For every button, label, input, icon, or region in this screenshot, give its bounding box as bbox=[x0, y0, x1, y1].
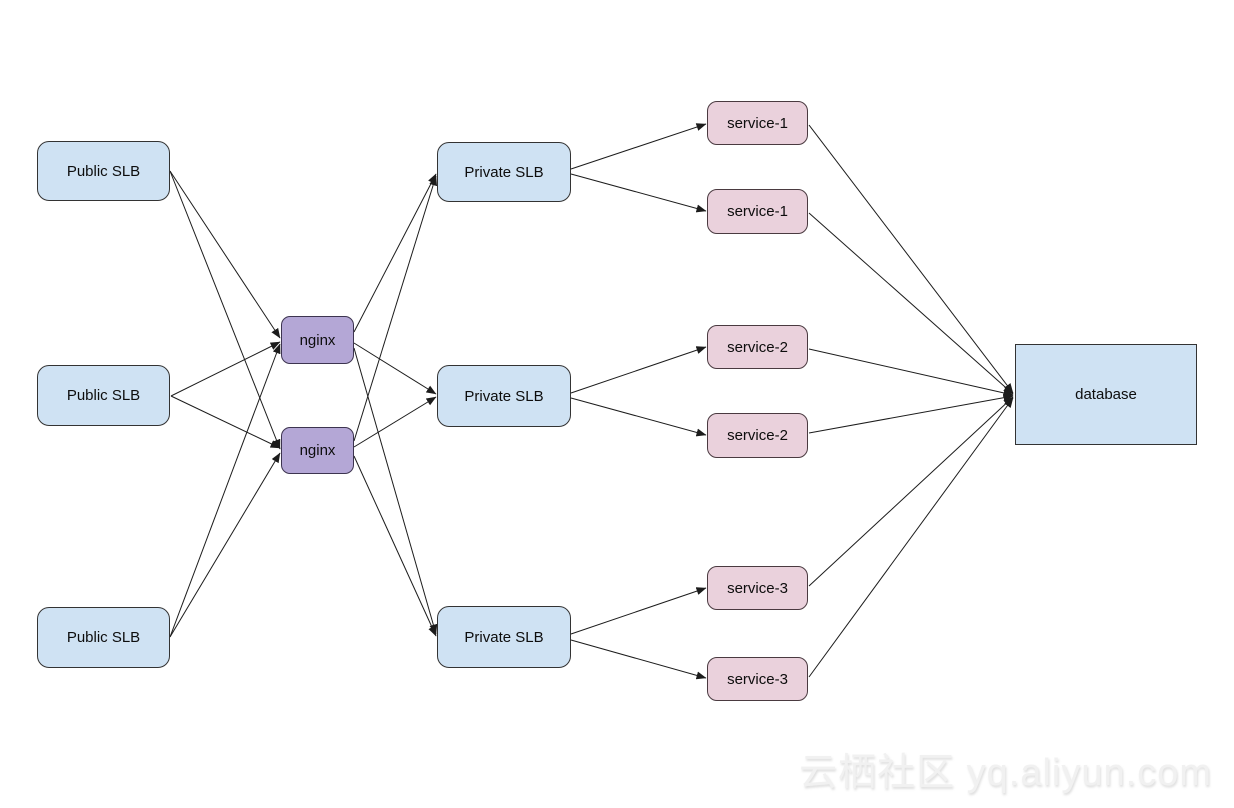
edge-private-slb-3-to-service-3b bbox=[570, 639, 707, 680]
node-service-3a: service-3 bbox=[707, 566, 808, 610]
edge-nginx-1-to-private-slb-1 bbox=[353, 173, 437, 333]
node-service-2a: service-2 bbox=[707, 325, 808, 369]
edge-nginx-2-to-private-slb-2 bbox=[353, 396, 437, 448]
node-service-2b: service-2 bbox=[707, 413, 808, 458]
edge-private-slb-3-to-service-3a bbox=[570, 587, 707, 635]
node-public-slb-1: Public SLB bbox=[37, 141, 170, 201]
node-public-slb-2: Public SLB bbox=[37, 365, 170, 426]
edge-public-slb-2-to-nginx-2 bbox=[170, 395, 281, 449]
edge-service-2a-to-database bbox=[808, 348, 1014, 397]
edge-public-slb-3-to-nginx-1 bbox=[169, 343, 281, 638]
node-private-slb-1: Private SLB bbox=[437, 142, 571, 202]
edge-nginx-1-to-private-slb-2 bbox=[353, 342, 437, 395]
edge-private-slb-2-to-service-2b bbox=[570, 397, 707, 437]
node-database: database bbox=[1015, 344, 1197, 445]
node-public-slb-3: Public SLB bbox=[37, 607, 170, 668]
node-service-3b: service-3 bbox=[707, 657, 808, 701]
edge-service-3b-to-database bbox=[808, 397, 1014, 678]
node-service-1b: service-1 bbox=[707, 189, 808, 234]
node-nginx-2: nginx bbox=[281, 427, 354, 474]
edge-service-3a-to-database bbox=[808, 396, 1014, 587]
node-nginx-1: nginx bbox=[281, 316, 354, 364]
edge-service-2b-to-database bbox=[808, 393, 1014, 434]
edge-service-1b-to-database bbox=[808, 212, 1014, 395]
edge-nginx-2-to-private-slb-3 bbox=[353, 455, 437, 637]
node-private-slb-3: Private SLB bbox=[437, 606, 571, 668]
edge-nginx-2-to-private-slb-1 bbox=[353, 175, 438, 442]
edge-private-slb-1-to-service-1a bbox=[570, 123, 707, 170]
node-private-slb-2: Private SLB bbox=[437, 365, 571, 427]
edge-public-slb-3-to-nginx-2 bbox=[169, 452, 281, 638]
edge-public-slb-2-to-nginx-1 bbox=[170, 341, 281, 397]
edge-public-slb-1-to-nginx-1 bbox=[169, 170, 281, 339]
edge-service-1a-to-database bbox=[808, 124, 1014, 394]
edge-private-slb-2-to-service-2a bbox=[570, 346, 707, 394]
edge-public-slb-1-to-nginx-2 bbox=[169, 170, 281, 450]
node-service-1a: service-1 bbox=[707, 101, 808, 145]
edge-private-slb-1-to-service-1b bbox=[570, 173, 707, 213]
edge-nginx-1-to-private-slb-3 bbox=[353, 347, 438, 635]
